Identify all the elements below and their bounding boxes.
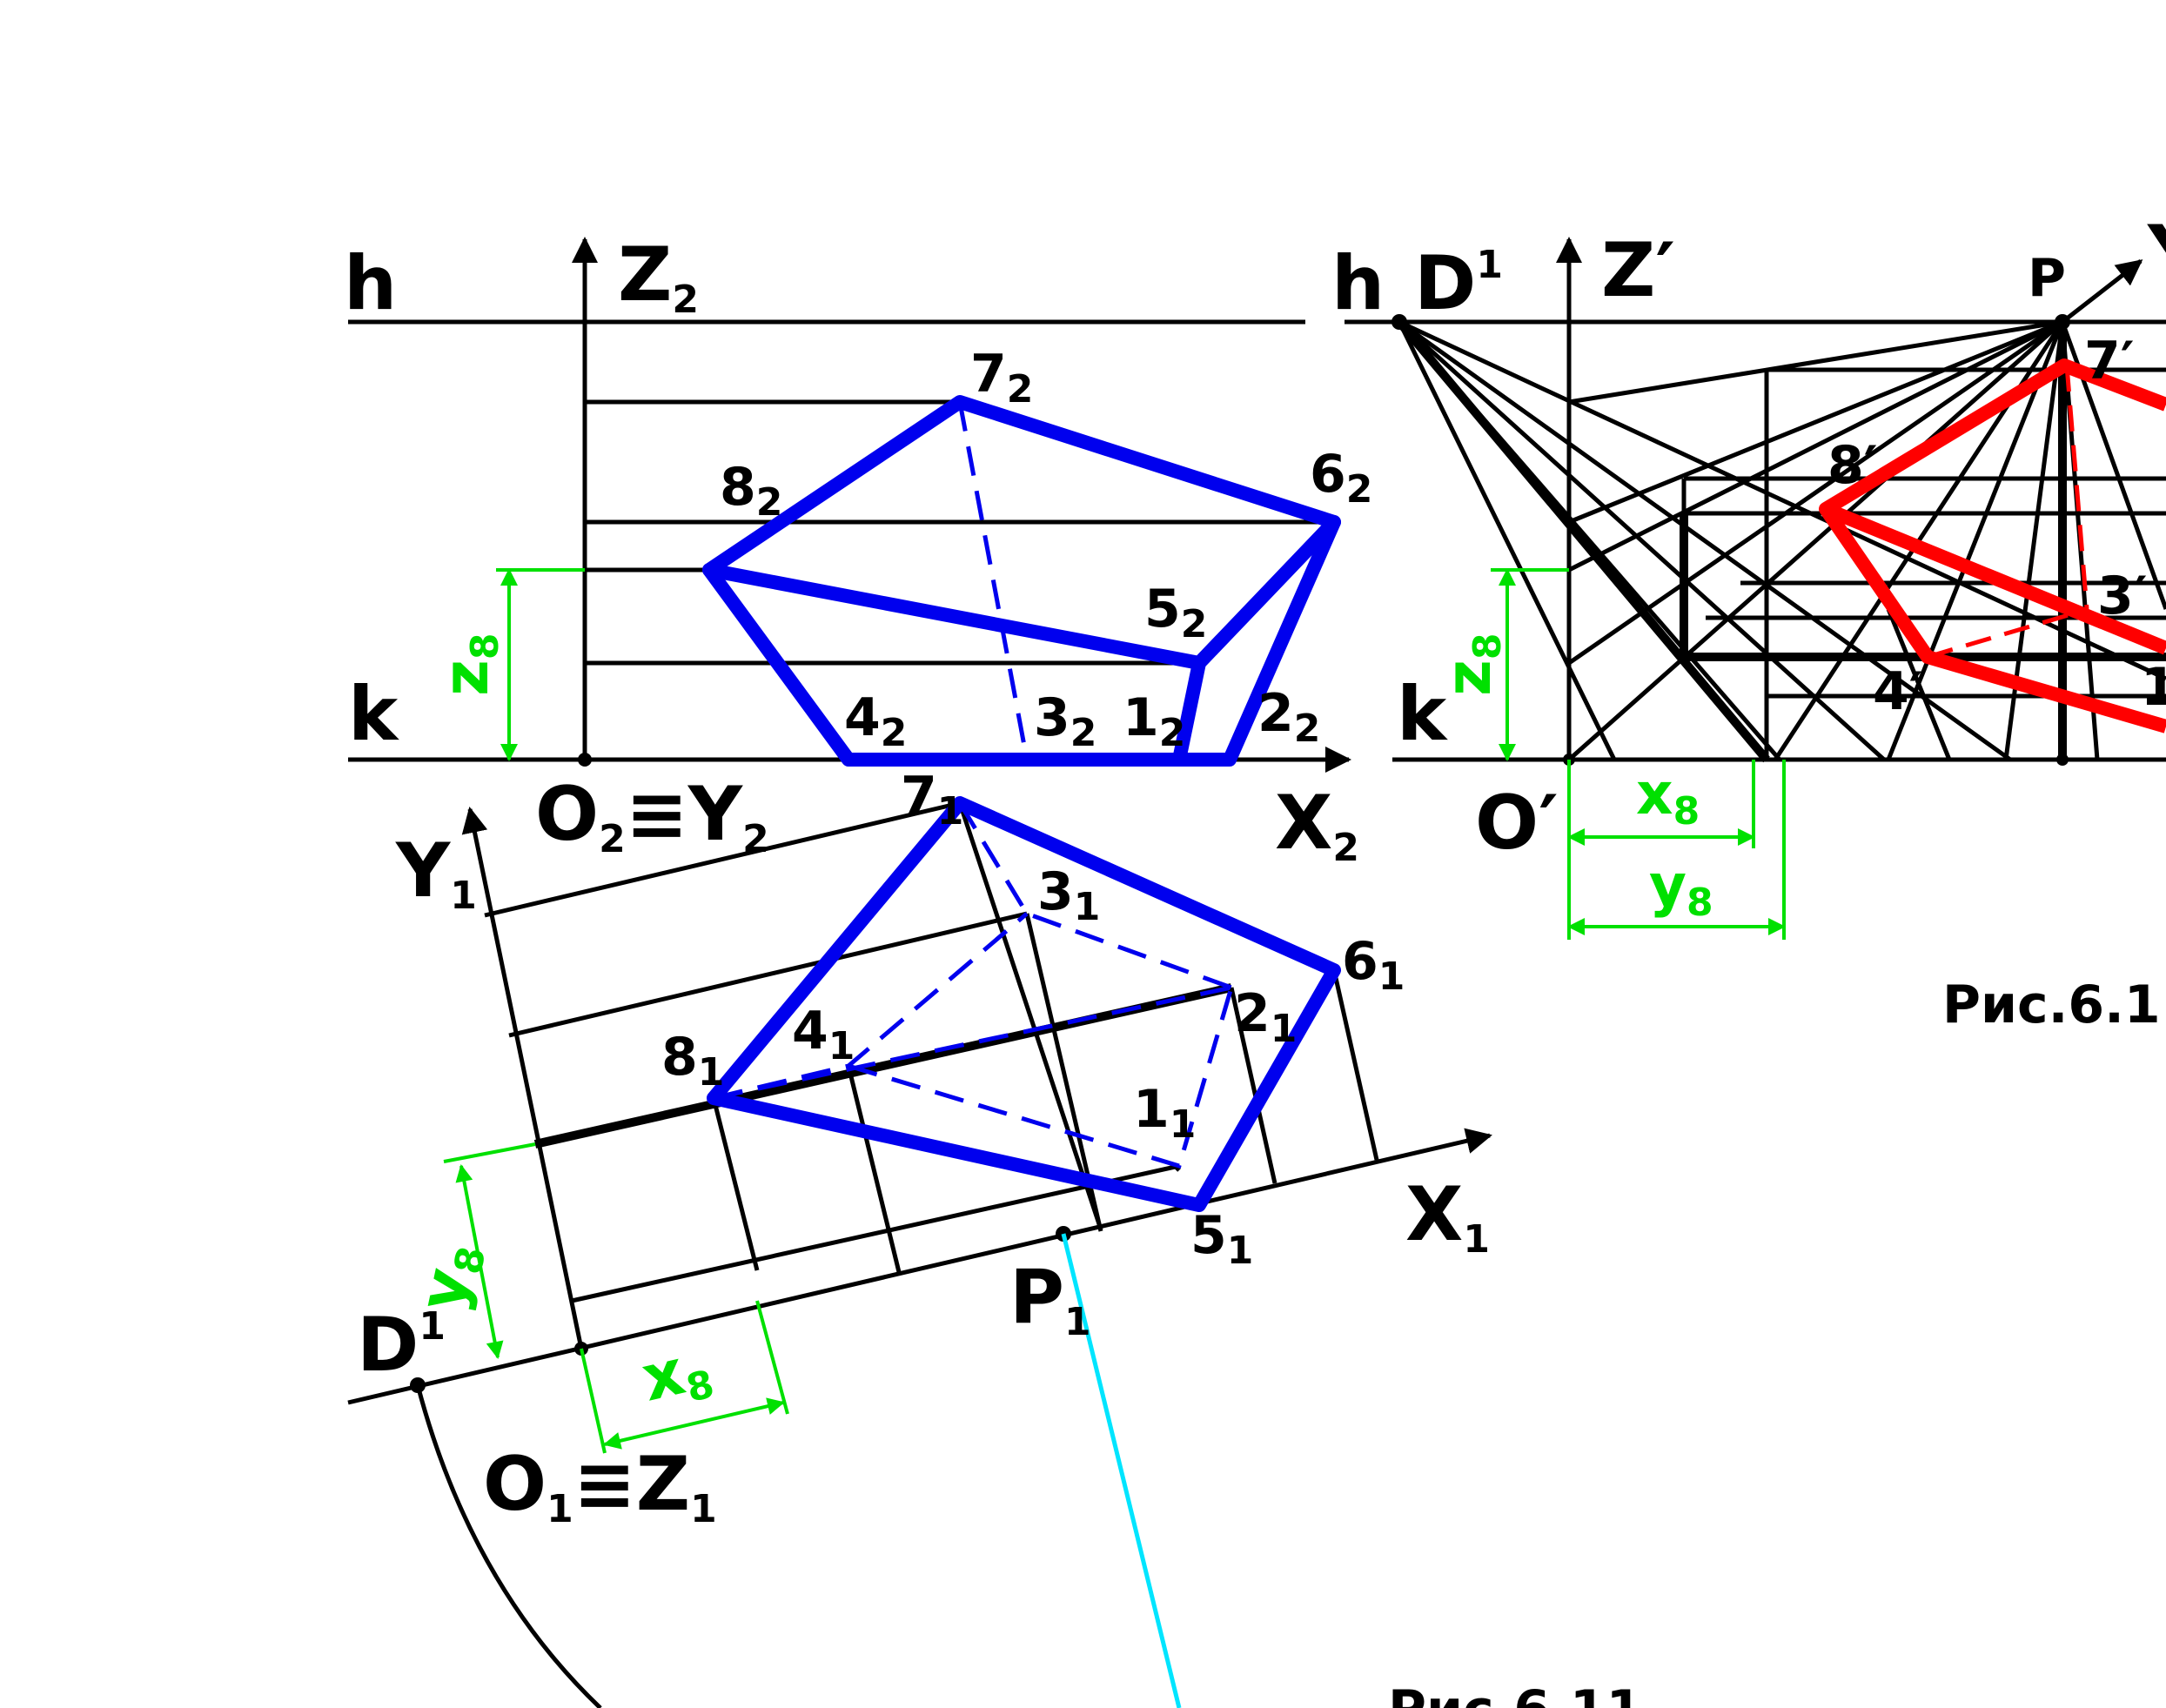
x8-extension: [755, 1300, 789, 1415]
vanishing-ray: [1567, 319, 2064, 573]
label-point-2-1: 21: [1234, 983, 1297, 1051]
front-edge: [702, 515, 1341, 670]
x8-dimension-line: [603, 1397, 785, 1450]
hidden-edge: [957, 801, 1232, 990]
label-z-prime: Z′: [1601, 227, 1675, 314]
construction-line: [571, 1163, 1180, 1303]
vanishing-ray: [1567, 320, 2064, 761]
label-z8-front: z8: [429, 633, 507, 696]
vanishing-ray: [1568, 319, 2063, 405]
construction-line: [957, 802, 1103, 1230]
label-x1: X1: [1405, 1171, 1490, 1262]
label-point-3-prime: 3′: [2097, 566, 2148, 626]
front-view: [348, 237, 1351, 773]
origin-point: [578, 753, 592, 767]
label-point-1-1: 11: [1133, 1079, 1196, 1147]
construction-line: [508, 911, 1028, 1038]
distance-arc: [415, 1384, 602, 1708]
label-o2-y2: O2≡Y2: [535, 771, 769, 861]
distance-ray: [1398, 320, 1781, 761]
label-h-perspective: h: [1331, 240, 1385, 327]
label-point-7-2: 72: [970, 344, 1033, 412]
front-edge: [1172, 656, 1206, 767]
hidden-edge-perspective: [1927, 606, 2089, 660]
label-k-perspective: k: [1397, 671, 1448, 758]
hidden-edge-perspective: [2064, 365, 2089, 610]
figure-caption-bottom: Рис.6.11: [1388, 1679, 1642, 1708]
hidden-edge: [848, 987, 1234, 1169]
y8-dimension-line: [455, 1164, 504, 1359]
label-y8-perspective: y8: [1649, 852, 1713, 925]
label-k-front: k: [348, 671, 399, 758]
label-x8-perspective: x8: [1636, 760, 1700, 834]
label-point-4-prime: 4′: [1873, 661, 1923, 722]
y8-extension: [443, 1142, 536, 1163]
construction-line: [711, 1097, 760, 1271]
construction-line: [484, 800, 961, 918]
label-x8-top: x8: [635, 1329, 718, 1420]
label-point-1-perspective: 1: [2141, 657, 2166, 718]
vanishing-ray: [1886, 321, 2065, 760]
label-point-5-1: 51: [1190, 1205, 1253, 1273]
label-y1: Y1: [395, 827, 477, 918]
label-o-prime: O′: [1475, 780, 1559, 867]
distance-ray: [1398, 319, 2012, 762]
label-point-8-1: 81: [661, 1027, 724, 1095]
perspective-edge: [1822, 502, 2166, 655]
figure-caption-right: Рис.6.1: [1942, 975, 2161, 1035]
label-d1-perspective: D1: [1414, 240, 1503, 327]
label-d1-top: D1: [357, 1302, 446, 1389]
axis-y-prime: [2061, 259, 2143, 324]
picture-plane-trace: [1061, 1233, 1182, 1708]
axis-y1: [461, 807, 584, 1350]
label-point-3-2: 32: [1034, 687, 1096, 755]
construction-line: [1331, 969, 1379, 1161]
construction-line: [846, 1065, 902, 1273]
label-y-prime-cut: Y: [2147, 210, 2166, 297]
label-h-front: h: [344, 240, 397, 327]
label-point-6-1: 61: [1342, 931, 1405, 999]
label-point-2-2: 22: [1257, 683, 1320, 751]
distance-ray: [1397, 320, 1617, 761]
label-x2: X2: [1275, 780, 1359, 870]
construction-line: [1886, 608, 1952, 760]
label-z8-perspective: z8: [1432, 633, 1510, 696]
label-p-perspective: P: [2028, 248, 2066, 309]
top-view: [347, 796, 1492, 1708]
construction-line: [1229, 987, 1277, 1184]
label-point-4-2: 42: [844, 687, 907, 755]
front-polyhedron-outline: [702, 395, 1341, 767]
label-point-8-prime: 8′: [1827, 435, 1878, 496]
hidden-edge: [957, 401, 1029, 760]
label-point-5-2: 52: [1144, 579, 1207, 646]
label-z2: Z2: [618, 231, 699, 322]
label-p1: P1: [1009, 1254, 1091, 1344]
label-point-4-1: 41: [792, 1001, 855, 1068]
vanishing-ray: [1567, 319, 2064, 666]
label-point-1-2: 12: [1123, 687, 1185, 755]
top-polyhedron-outline: [707, 796, 1341, 1212]
label-point-7-1: 71: [901, 766, 963, 834]
label-point-8-2: 82: [720, 457, 782, 525]
label-o1-z1: O1≡Z1: [483, 1441, 717, 1531]
distance-ray: [1398, 320, 1886, 761]
vanishing-ray: [1568, 319, 2063, 525]
label-point-3-1: 31: [1037, 861, 1100, 929]
label-point-6-2: 62: [1310, 444, 1372, 512]
axis-x1: [347, 1128, 1492, 1405]
x8-extension: [580, 1348, 607, 1454]
perspective-view: [1345, 237, 2166, 940]
label-point-7-prime: 7′: [2084, 331, 2135, 392]
